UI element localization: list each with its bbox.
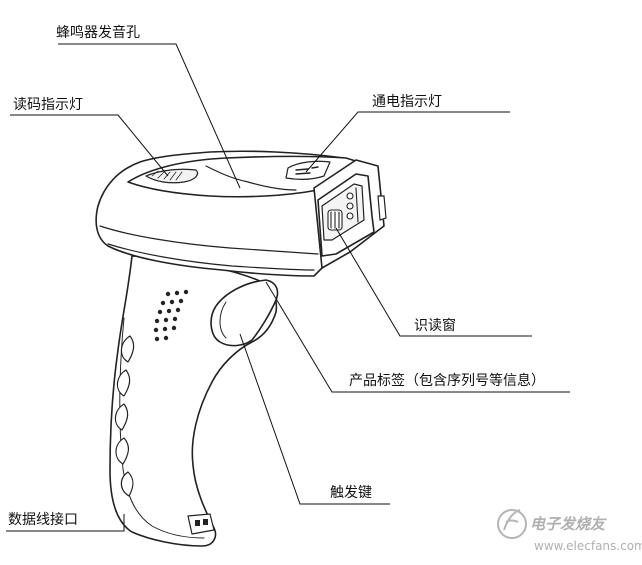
head-band-lower: [107, 243, 315, 271]
buzzer-hole: [205, 165, 297, 191]
power-indicator-marks: [295, 166, 319, 175]
scanner-illustration: [95, 150, 387, 547]
grip-ridge: [120, 335, 135, 363]
label-read-indicator: 读码指示灯: [13, 97, 83, 113]
leader-buzzer-hole: [58, 43, 241, 189]
grip-ridge: [120, 471, 134, 497]
label-trigger: 触发键: [330, 485, 372, 501]
leader-lines: [6, 43, 570, 532]
leader-data-cable-port: [6, 514, 125, 532]
trigger-button: [210, 279, 279, 347]
nose-side-clip: [377, 195, 387, 221]
window-optics: [327, 187, 359, 231]
speaker-grille: [153, 289, 189, 342]
data-cable-port: [187, 513, 215, 535]
grip-ridges: [114, 335, 135, 497]
label-power-indicator: 通电指示灯: [372, 94, 442, 110]
label-data-cable-port: 数据线接口: [8, 512, 78, 528]
port-pin: [195, 520, 200, 526]
watermark-logo-icon: [497, 509, 527, 539]
read-indicator-light: [145, 168, 199, 184]
label-product-label: 产品标签（包含序列号等信息）: [349, 373, 545, 389]
grip-ridge: [114, 403, 129, 431]
label-buzzer-hole: 蜂鸣器发音孔: [56, 25, 140, 41]
watermark-url: www.elecfans.com: [534, 539, 642, 553]
leader-power-indicator: [305, 111, 510, 173]
label-read-window: 识读窗: [414, 318, 456, 334]
leader-trigger: [239, 333, 390, 505]
leader-read-window: [335, 227, 532, 337]
watermark-title: 电子发烧友: [530, 515, 606, 533]
head-band: [99, 225, 319, 255]
leader-product-label: [265, 281, 570, 393]
port-pin: [203, 519, 208, 525]
trigger-highlight: [219, 301, 227, 339]
grip-ridge: [115, 437, 129, 465]
grip-ridge: [116, 369, 131, 397]
leader-read-indicator: [10, 114, 169, 177]
